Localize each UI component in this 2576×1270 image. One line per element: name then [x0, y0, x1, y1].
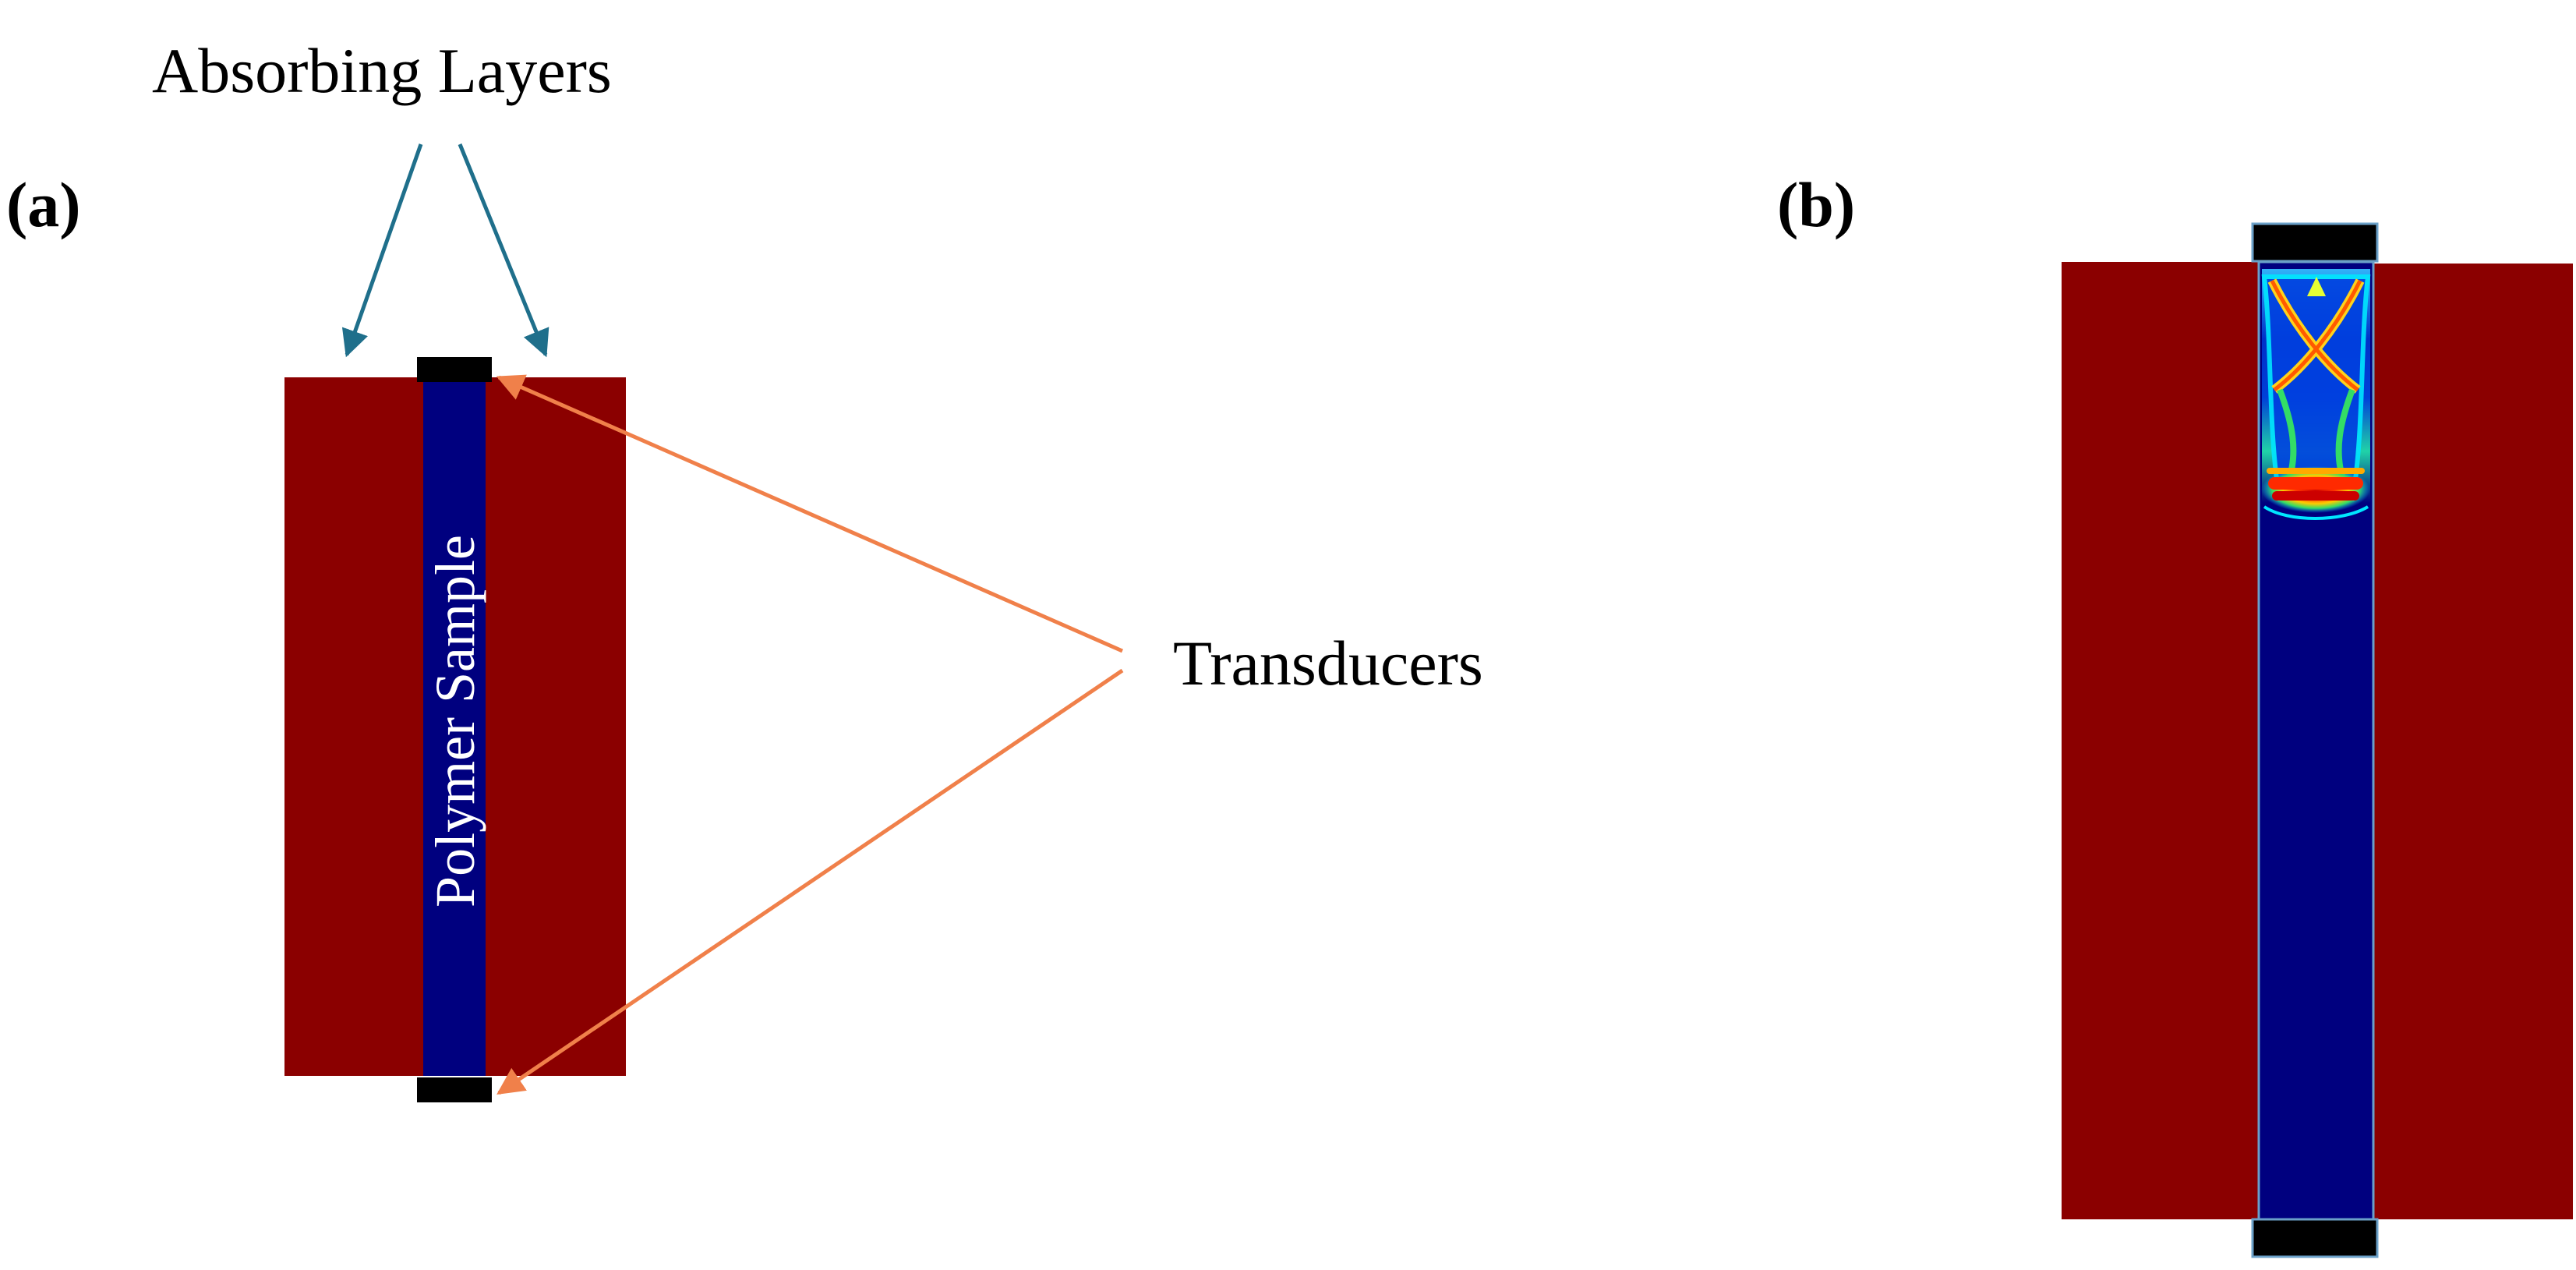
transducer-arrow-bottom — [496, 668, 1124, 1095]
transducers-label: Transducers — [1173, 628, 1483, 699]
polymer-sample-label: Polymer Sample — [424, 535, 486, 907]
absorbing-layer-left-b — [2062, 262, 2259, 1219]
transducer-top-b — [2251, 222, 2379, 263]
panel-a-label: (a) — [6, 169, 81, 240]
polymer-sample — [423, 377, 486, 1076]
absorbing-arrow-left — [341, 143, 423, 358]
transducer-bottom — [417, 1077, 492, 1102]
panel-a: (a) Polymer Sample Absorbing Layers Tran… — [6, 35, 1483, 1102]
transducer-bottom-b — [2251, 1218, 2379, 1258]
wave-field — [2261, 269, 2371, 520]
absorbing-layer-right — [486, 377, 626, 1076]
transducer-arrow-top — [496, 374, 1124, 653]
absorbing-arrow-right — [458, 143, 549, 358]
panel-b-label: (b) — [1777, 169, 1855, 240]
transducer-top — [417, 357, 492, 382]
absorbing-layers-label: Absorbing Layers — [152, 35, 612, 106]
panel-b: (b) — [1777, 169, 2573, 1258]
absorbing-layer-left — [284, 377, 423, 1076]
absorbing-layer-right-b — [2373, 264, 2573, 1219]
